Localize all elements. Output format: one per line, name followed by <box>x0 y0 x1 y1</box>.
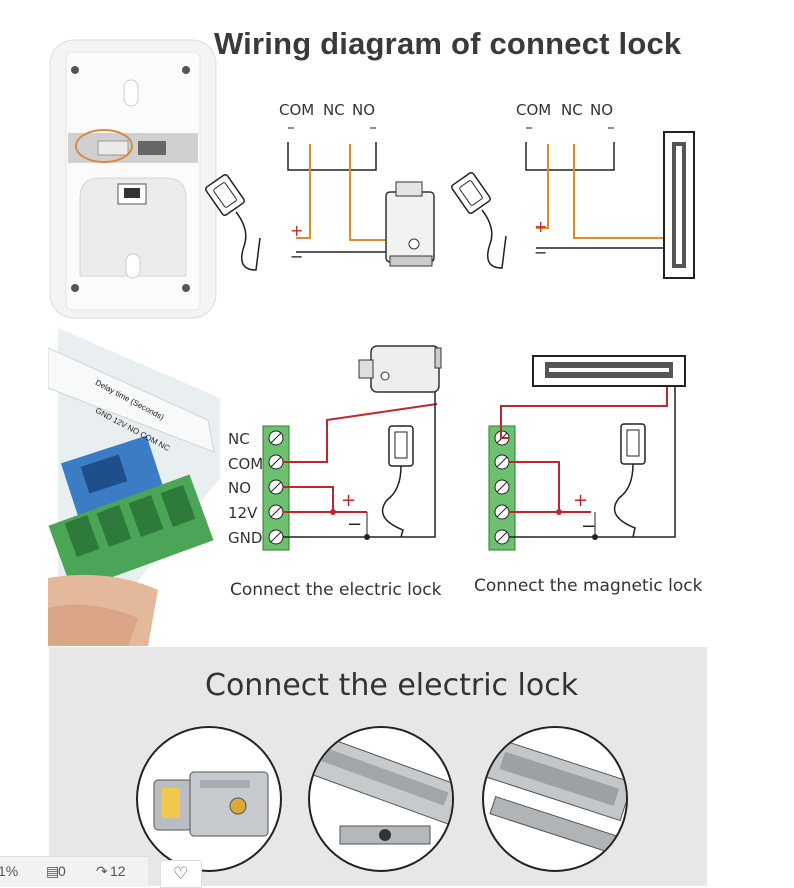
terminal-block-2 <box>488 425 516 551</box>
minus-sign-2: − <box>534 243 547 262</box>
lock-photo-electric <box>136 726 282 872</box>
power-adapter-icon-3 <box>366 425 414 538</box>
comment-icon[interactable]: ▤ <box>46 863 60 879</box>
heart-icon: ♡ <box>173 864 189 883</box>
stats-bar: 1% ▤ 0 ↷ 12 <box>0 856 148 887</box>
diagram-title: Wiring diagram of connect lock <box>214 26 682 61</box>
stat-comments: 0 <box>58 863 66 879</box>
plus-sign-2: + <box>534 217 547 236</box>
caption-magnetic-lock: Connect the magnetic lock <box>474 576 703 596</box>
minus-sign-1: − <box>290 247 303 266</box>
relay-label-nc-1: NC <box>323 101 345 119</box>
terminal-label-no: NO <box>228 479 252 497</box>
power-adapter-icon-2 <box>451 172 507 269</box>
section-title-electric-lock: Connect the electric lock <box>205 668 579 703</box>
wiring-section-2: + − + − <box>262 345 686 551</box>
stat-percent: 1% <box>0 863 19 879</box>
wiring-section-1: + − + − <box>205 127 695 279</box>
relay-label-no-1: NO <box>352 101 376 119</box>
doorbell-back-image <box>49 39 217 319</box>
magnetic-lock-icon-2 <box>532 355 686 387</box>
relay-label-com-2: COM <box>516 101 552 119</box>
lock-photo-magnetic <box>482 726 628 872</box>
terminal-label-12v: 12V <box>228 504 258 522</box>
caption-electric-lock: Connect the electric lock <box>230 580 442 600</box>
plus-sign-1: + <box>290 221 303 240</box>
relay-board-photo <box>48 328 220 646</box>
power-adapter-icon-1 <box>205 174 261 271</box>
like-button[interactable]: ♡ <box>160 860 202 888</box>
minus-sign-3: − <box>347 514 362 535</box>
terminal-label-com: COM <box>228 455 264 473</box>
plus-sign-3: + <box>341 490 356 511</box>
electric-lock-icon-1 <box>385 181 435 267</box>
plus-sign-4: + <box>573 490 588 511</box>
stat-shares: 12 <box>110 863 126 879</box>
terminal-label-gnd: GND <box>228 529 263 547</box>
terminal-label-nc: NC <box>228 430 250 448</box>
relay-label-no-2: NO <box>590 101 614 119</box>
relay-label-nc-2: NC <box>561 101 583 119</box>
share-icon[interactable]: ↷ <box>96 863 108 879</box>
lock-photo-bolt <box>308 726 454 872</box>
electric-lock-icon-2 <box>358 345 442 393</box>
magnetic-lock-icon-1 <box>663 131 695 279</box>
power-adapter-icon-4 <box>594 423 646 538</box>
relay-label-com-1: COM <box>279 101 315 119</box>
minus-sign-4: − <box>581 516 596 537</box>
